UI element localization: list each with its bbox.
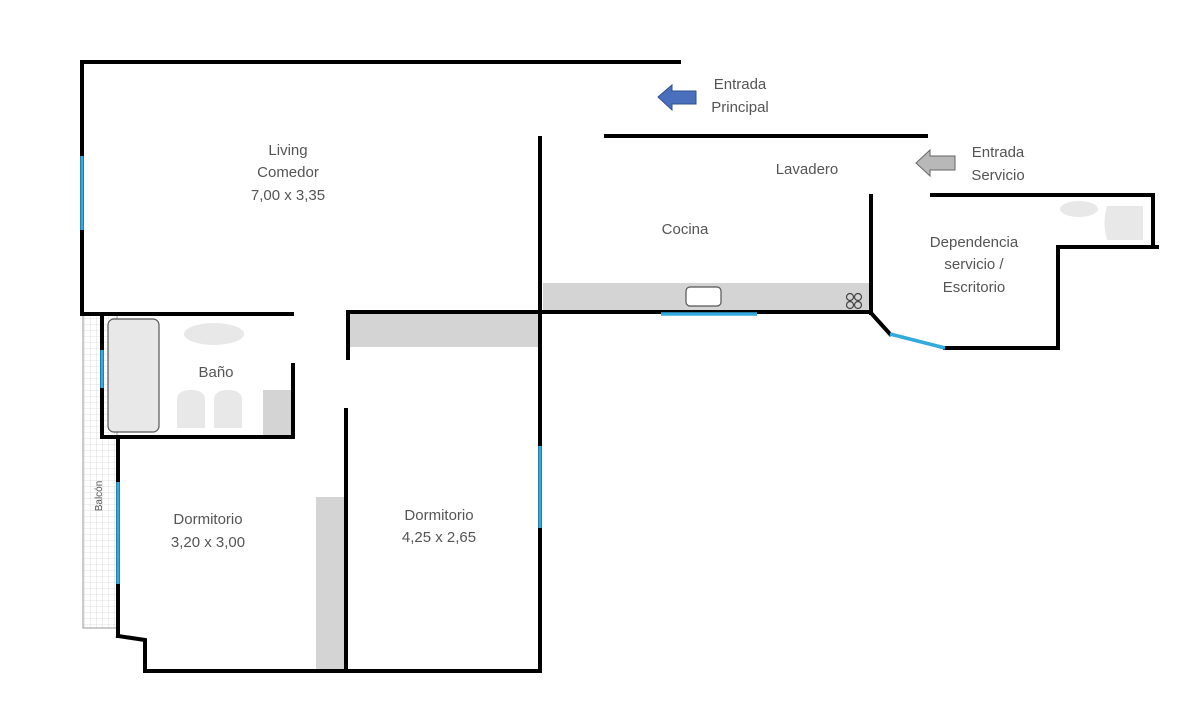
dependencia-label-line3: Escritorio [943, 279, 1006, 296]
windows [80, 156, 946, 584]
entrada-principal-label-line2: Principal [711, 99, 769, 116]
kitchen-sink-icon [685, 286, 722, 307]
entrada-servicio-label-line1: Entrada [972, 144, 1025, 161]
toilet-icon [177, 390, 242, 428]
closet-dormitorio-1 [316, 497, 346, 671]
main-entrance-arrow-icon [657, 83, 697, 112]
walls [80, 60, 1159, 673]
balcon-label: Balcón [94, 481, 105, 512]
entrada-servicio-label-line2: Servicio [971, 167, 1024, 184]
bathtub-icon [107, 318, 160, 433]
dormitorio-1-label: Dormitorio [173, 511, 242, 528]
closet-dormitorio-2 [350, 313, 540, 347]
service-sink-icon [1060, 201, 1098, 217]
dormitorio-2-label: Dormitorio [404, 507, 473, 524]
dormitorio-2-size-label: 4,25 x 2,65 [402, 529, 476, 546]
bano-label: Baño [198, 364, 233, 381]
dependencia-label-line1: Dependencia [930, 234, 1019, 251]
entrada-principal-label-line1: Entrada [714, 76, 767, 93]
dormitorio-1-size-label: 3,20 x 3,00 [171, 534, 245, 551]
service-entrance-arrow-icon [915, 148, 956, 178]
dependencia-label-line2: servicio / [944, 256, 1004, 273]
living-label-line1: Living [268, 142, 307, 159]
bathroom-cabinet [263, 390, 292, 435]
stove-burners-icon [845, 292, 863, 310]
living-label-line2: Comedor [257, 164, 319, 181]
lavadero-label: Lavadero [776, 161, 839, 178]
service-toilet-icon [1104, 206, 1143, 240]
sink-icon [184, 323, 244, 345]
living-size-label: 7,00 x 3,35 [251, 187, 325, 204]
cocina-label: Cocina [662, 221, 709, 238]
